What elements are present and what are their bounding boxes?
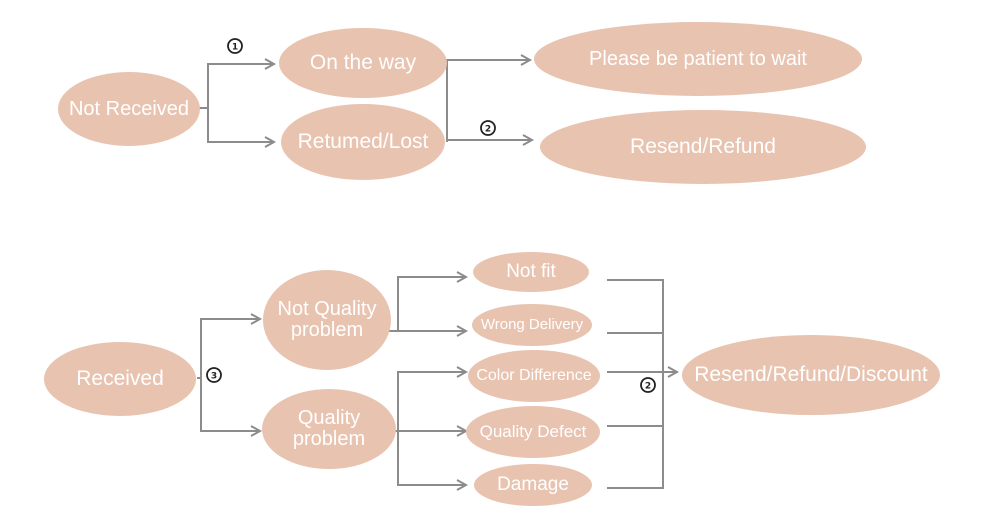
badge-2-circle-top bbox=[480, 120, 496, 136]
badge-circles bbox=[206, 38, 656, 393]
arrowhead-color-difference bbox=[456, 366, 469, 378]
node-damage: Damage bbox=[474, 464, 592, 506]
arrowhead-wrong-delivery bbox=[456, 325, 469, 337]
arrowhead-resend-refund bbox=[522, 134, 535, 146]
connector-received-branch bbox=[197, 318, 258, 432]
node-resend-refund: Resend/Refund bbox=[540, 110, 866, 184]
node-resend-refund-discount: Resend/Refund/Discount bbox=[682, 335, 940, 415]
connector-not-received-branch bbox=[196, 63, 272, 143]
arrowhead-quality bbox=[250, 425, 263, 437]
node-color-difference: Color Difference bbox=[468, 350, 600, 402]
arrowhead-not-quality bbox=[250, 313, 263, 325]
node-not-quality-problem: Not Quality problem bbox=[263, 270, 391, 370]
node-quality-defect: Quality Defect bbox=[466, 406, 600, 458]
node-not-received: Not Received bbox=[58, 72, 200, 146]
node-not-fit: Not fit bbox=[473, 252, 589, 292]
node-on-the-way: On the way bbox=[279, 28, 447, 98]
badge-numbers: 1 2 3 2 bbox=[211, 43, 651, 392]
node-please-wait: Please be patient to wait bbox=[534, 22, 862, 96]
arrowhead-on-the-way bbox=[264, 58, 277, 70]
arrowhead-discount bbox=[667, 366, 680, 378]
connector-returned-branch bbox=[446, 59, 530, 142]
node-received: Received bbox=[44, 342, 196, 416]
arrowhead-damage bbox=[456, 479, 469, 491]
badge-3-label: 3 bbox=[211, 372, 217, 382]
badge-1-label: 1 bbox=[232, 43, 238, 53]
node-wrong-delivery: Wrong Delivery bbox=[472, 304, 592, 346]
arrowhead-please-wait bbox=[520, 54, 533, 66]
badge-3-circle bbox=[206, 367, 222, 383]
connector-group bbox=[196, 54, 680, 491]
connector-quality-branch bbox=[390, 371, 464, 486]
badge-2-label-top: 2 bbox=[485, 125, 491, 135]
connector-merge bbox=[607, 279, 675, 489]
badge-2-circle-bottom bbox=[640, 377, 656, 393]
node-quality-problem: Quality problem bbox=[262, 389, 396, 469]
badge-1-circle bbox=[227, 38, 243, 54]
arrowhead-returned-lost bbox=[264, 136, 277, 148]
arrowhead-not-fit bbox=[456, 271, 469, 283]
badge-2-label-bottom: 2 bbox=[645, 382, 651, 392]
node-returned-lost: Retumed/Lost bbox=[281, 104, 445, 180]
